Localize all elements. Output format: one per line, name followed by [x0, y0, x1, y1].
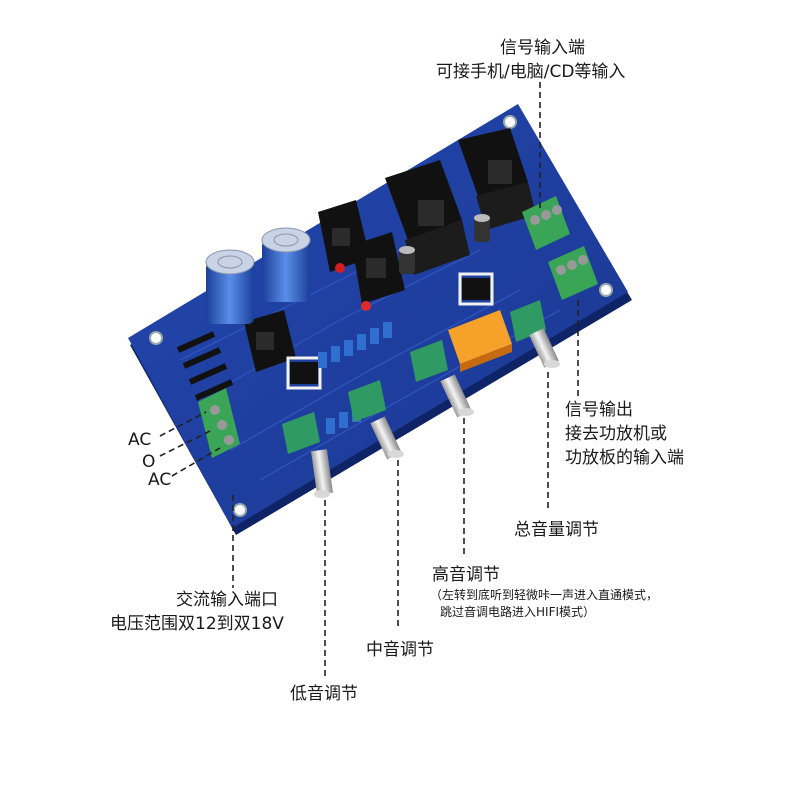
- op-amp-chip: [286, 356, 322, 390]
- heatsink: [458, 128, 536, 230]
- ac-input-label-1: 交流输入端口: [176, 590, 278, 610]
- pcb-board: [128, 104, 632, 535]
- small-capacitor: [474, 214, 490, 242]
- relay: [448, 310, 512, 372]
- signal-output-terminal: [548, 246, 598, 300]
- signal-output-label-2: 接去功放机或: [565, 424, 667, 444]
- signal-input-subtitle: 可接手机/电脑/CD等输入: [436, 62, 626, 82]
- ac-input-terminal: [198, 388, 240, 458]
- heatsink: [385, 160, 470, 275]
- master-volume-label: 总音量调节: [514, 520, 599, 540]
- signal-output-label-1: 信号输出: [565, 400, 633, 420]
- treble-label: 高音调节: [432, 565, 500, 585]
- led-indicator: [361, 301, 371, 311]
- bass-label: 低音调节: [290, 684, 358, 704]
- callout-lines: [159, 82, 579, 676]
- rectifier-diodes: [176, 331, 234, 401]
- volume-potentiometer: [510, 300, 560, 368]
- treble-potentiometer: [410, 340, 474, 418]
- mid-potentiometer: [348, 380, 404, 460]
- bass-potentiometer: [282, 412, 333, 498]
- ac-pin-label-top: AC: [128, 430, 152, 450]
- ac-input-label-2: 电压范围双12到双18V: [110, 614, 284, 634]
- zero-pin-label: O: [142, 452, 156, 472]
- ac-pin-label-bottom: AC: [148, 470, 172, 490]
- heatsink: [352, 232, 405, 304]
- treble-note-1: （左转到底听到轻微咔一声进入直通模式，: [430, 588, 659, 602]
- signal-input-title: 信号输入端: [500, 38, 585, 58]
- op-amp-chip: [458, 272, 494, 306]
- small-capacitor: [399, 246, 415, 274]
- signal-input-terminal: [522, 196, 570, 250]
- signal-output-label-3: 功放板的输入端: [565, 448, 684, 468]
- filter-capacitor: [261, 227, 311, 302]
- regulator: [244, 310, 296, 372]
- mid-label: 中音调节: [366, 640, 434, 660]
- filter-capacitor: [205, 249, 255, 324]
- led-indicator: [335, 263, 345, 273]
- treble-note-2: 跳过音调电路进入HIFI模式）: [440, 605, 596, 619]
